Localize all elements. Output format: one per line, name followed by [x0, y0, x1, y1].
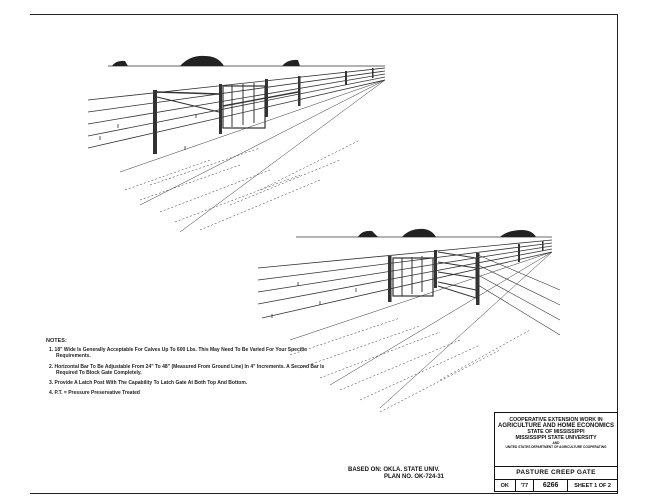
- tb-sheet: SHEET 1 OF 2: [574, 483, 611, 489]
- based-on-reference: BASED ON: OKLA. STATE UNIV. PLAN NO. OK-…: [348, 467, 444, 481]
- title-block: COOPERATIVE EXTENSION WORK IN AGRICULTUR…: [494, 412, 618, 492]
- note-3: 3. Provide A Latch Post With The Capabil…: [49, 380, 248, 387]
- title-block-header: COOPERATIVE EXTENSION WORK IN AGRICULTUR…: [495, 413, 617, 467]
- notes-section: NOTES: 1. 18" Wide Is Generally Acceptab…: [46, 338, 336, 400]
- perspective-view-upper: [87, 55, 386, 233]
- perspective-view-lower: [257, 228, 561, 413]
- tb-line-2: AGRICULTURE AND HOME ECONOMICS: [498, 423, 614, 429]
- based-on-line-2: PLAN NO. OK-724-31: [384, 474, 445, 480]
- note-4: 4. P.T. = Pressure Preservative Treated: [49, 390, 140, 397]
- notes-header: NOTES:: [46, 338, 67, 344]
- note-2: 2. Horizontal Bar To Be Adjustable From …: [49, 363, 325, 376]
- tb-year: '77: [516, 480, 535, 492]
- sheet-border-bottom: [30, 493, 618, 494]
- tb-line-5: AND: [552, 441, 560, 445]
- sheet-border-top: [30, 14, 618, 15]
- drawing-title: PASTURE CREEP GATE: [495, 467, 617, 480]
- tb-line-1: COOPERATIVE EXTENSION WORK IN: [509, 417, 603, 423]
- title-block-info-row: OK '77 6266 SHEET 1 OF 2: [495, 480, 617, 492]
- based-on-line-1: BASED ON: OKLA. STATE UNIV.: [348, 467, 440, 473]
- tb-line-4: MISSISSIPPI STATE UNIVERSITY: [515, 435, 597, 441]
- tb-plan-number: 6266: [534, 480, 569, 492]
- note-1: 1. 18" Wide Is Generally Acceptable For …: [49, 347, 307, 360]
- tb-state: OK: [495, 480, 516, 492]
- tb-line-6: UNITED STATES DEPARTMENT OF AGRICULTURE …: [505, 445, 607, 449]
- tb-line-3: STATE OF MISSISSIPPI: [527, 429, 585, 435]
- sheet-border-right: [617, 14, 618, 494]
